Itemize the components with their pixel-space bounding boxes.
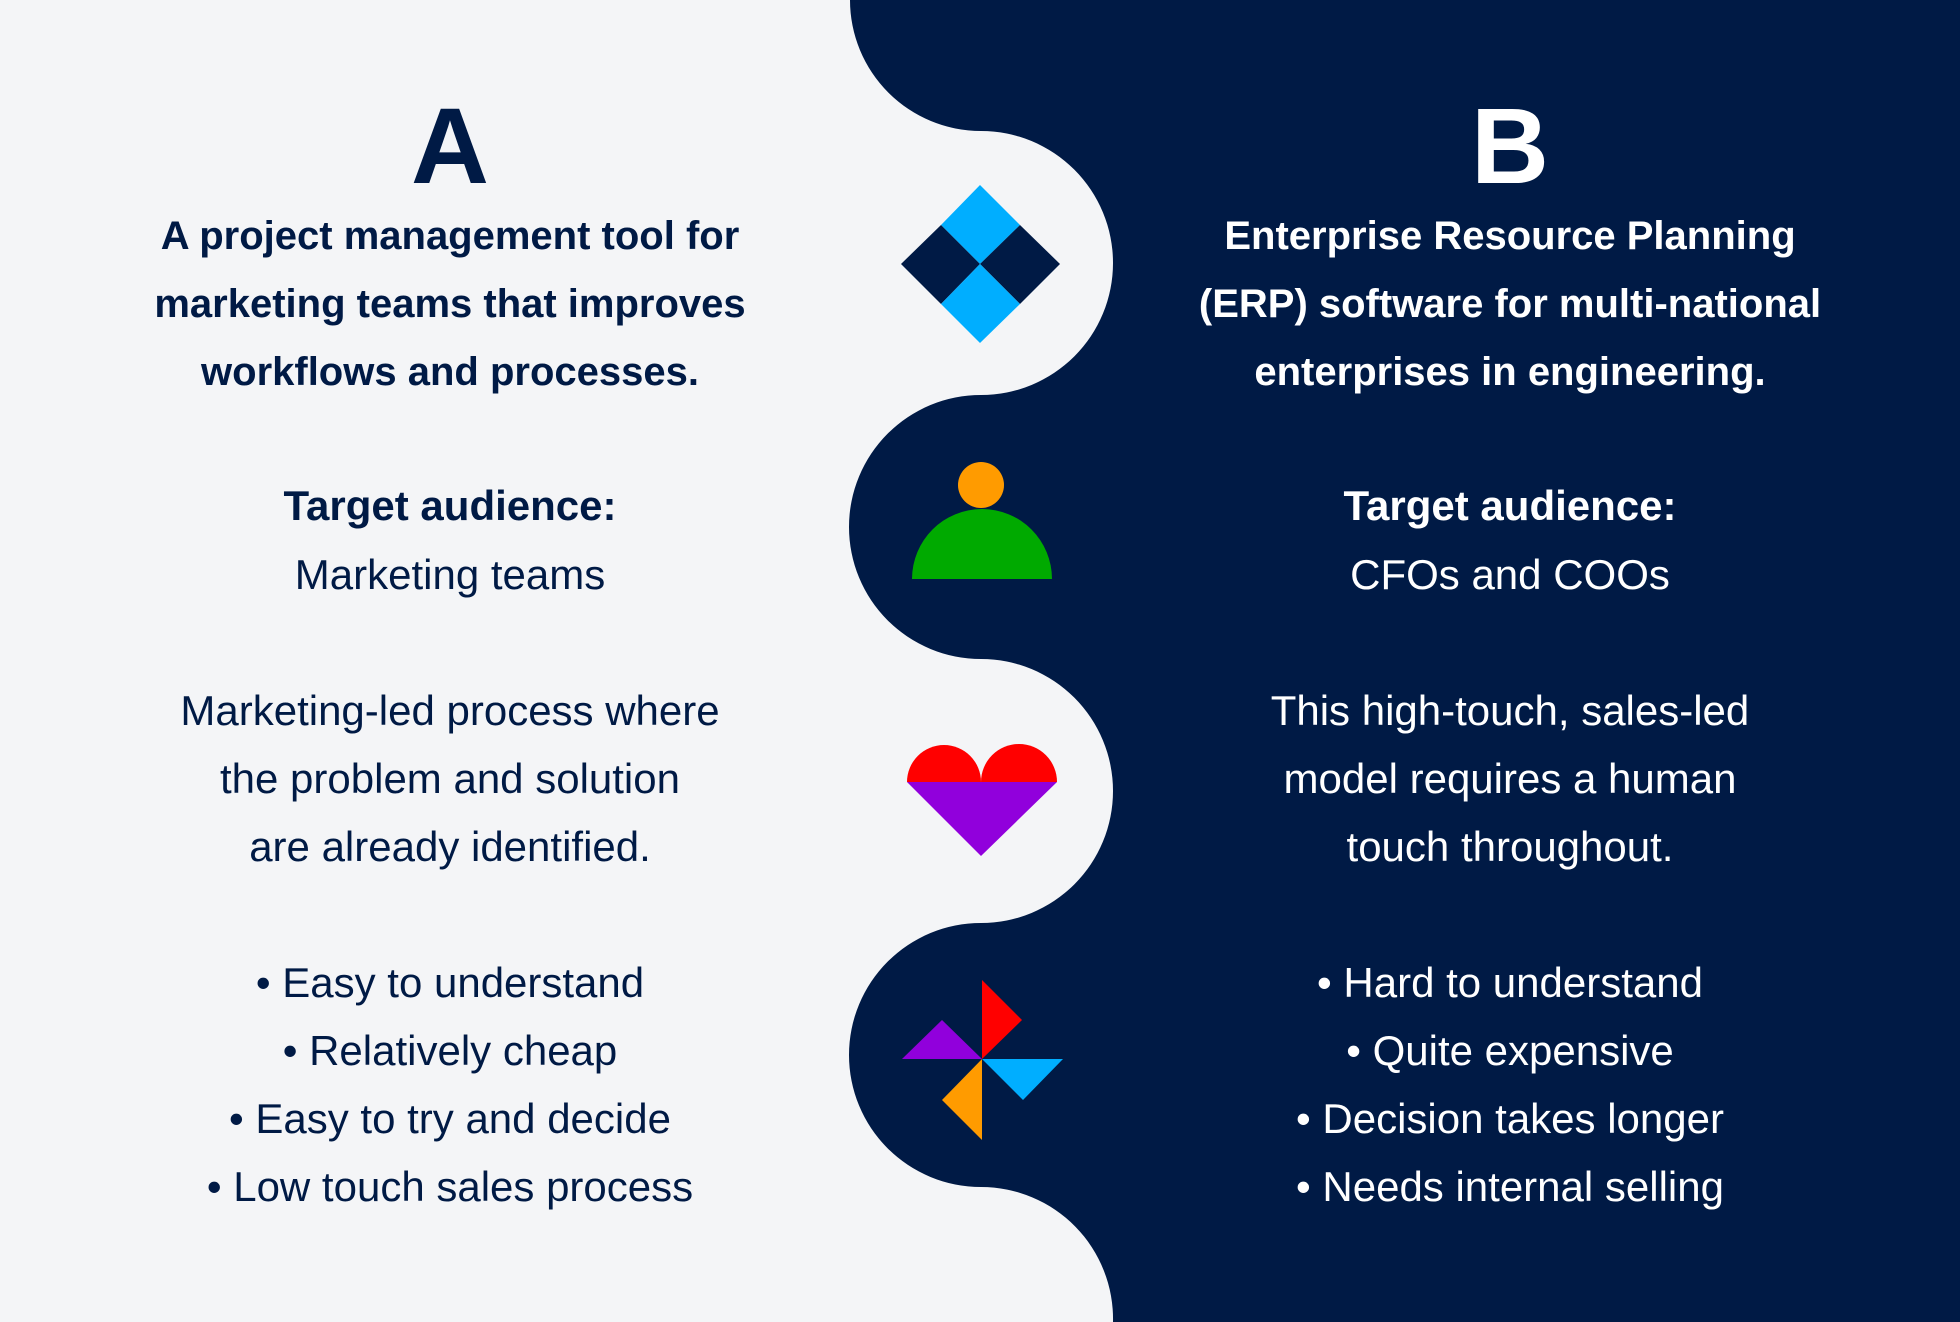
bullet-item: Low touch sales process [70,1153,830,1221]
audience-person-icon [912,462,1052,579]
process-description: This high-touch, sales-led model require… [1130,677,1890,881]
description-line: A project management tool for [160,214,740,258]
description-line: enterprises in engineering. [1254,350,1766,394]
option-a-description: A project management tool for marketing … [70,202,830,406]
option-a-bullet-list: Easy to understand Relatively cheap Easy… [70,949,830,1221]
process-line: the problem and solution [220,755,680,802]
bullet-item: Hard to understand [1130,949,1890,1017]
process-line: are already identified. [249,823,651,870]
bullet-item: Decision takes longer [1130,1085,1890,1153]
description-line: (ERP) software for multi-national [1198,282,1822,326]
bullet-item: Quite expensive [1130,1017,1890,1085]
process-line: touch throughout. [1346,823,1674,870]
option-b-letter: B [1471,85,1549,206]
target-audience-label: Target audience: [283,482,617,529]
target-audience-value: CFOs and COOs [1350,551,1670,598]
option-b-bullet-list: Hard to understand Quite expensive Decis… [1130,949,1890,1221]
bullet-item: Relatively cheap [70,1017,830,1085]
target-audience-label: Target audience: [1343,482,1677,529]
description-line: Enterprise Resource Planning [1224,214,1796,258]
process-description: Marketing-led process where the problem … [70,677,830,881]
process-line: Marketing-led process where [180,687,720,734]
description-line: workflows and processes. [201,350,699,394]
option-a-letter: A [411,85,489,206]
target-audience-value: Marketing teams [294,551,606,598]
pinwheel-icon [902,980,1063,1140]
option-b-description: Enterprise Resource Planning (ERP) softw… [1130,202,1890,406]
description-line: marketing teams that improves [154,282,746,326]
product-diamond-icon [901,185,1060,343]
process-line: model requires a human [1283,755,1737,802]
bullet-item: Easy to try and decide [70,1085,830,1153]
bullet-item: Easy to understand [70,949,830,1017]
bullet-item: Needs internal selling [1130,1153,1890,1221]
process-line: This high-touch, sales-led [1270,687,1750,734]
heart-icon [907,744,1057,856]
